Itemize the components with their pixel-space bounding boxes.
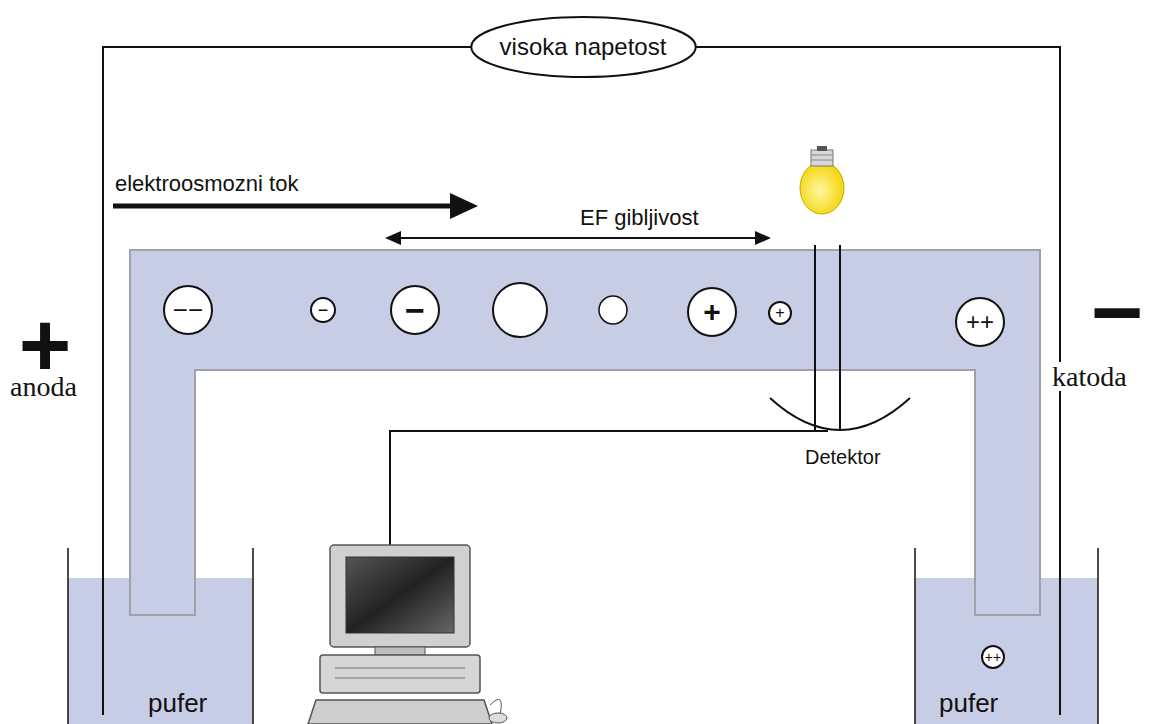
text-label: anoda <box>8 372 79 401</box>
buffer-beaker: pufer <box>68 548 253 724</box>
node-text: + <box>775 305 784 321</box>
node-text: pufer <box>939 690 998 716</box>
buffer-beaker: pufer ++ <box>915 548 1098 724</box>
text-label: EF gibljivost <box>578 206 701 229</box>
node-text: − <box>405 293 425 327</box>
capillary <box>130 250 1040 615</box>
text-label: katoda <box>1050 362 1129 391</box>
mobility-arrow-head <box>755 231 771 245</box>
beaker-wall <box>67 548 69 724</box>
charged-particle: ++ <box>955 297 1005 347</box>
neutral-particle <box>493 283 547 337</box>
node-text: ++ <box>966 310 994 334</box>
computer <box>308 545 507 724</box>
beaker-wall <box>1097 548 1099 724</box>
voltage-source: visoka napetost <box>469 15 698 79</box>
detector-bowl <box>770 398 910 430</box>
charged-particle: −− <box>163 285 213 335</box>
mobility-arrow-head <box>385 231 401 245</box>
flow-arrow <box>113 204 452 209</box>
flow-arrow-head <box>450 193 478 219</box>
text-label: Detektor <box>803 447 883 468</box>
charged-particle: ++ <box>981 645 1005 669</box>
charged-particle: + <box>687 287 737 337</box>
text-label: − <box>1089 265 1146 360</box>
charged-particle: + <box>768 301 792 325</box>
mobility-arrow <box>398 237 758 239</box>
charged-particle: − <box>390 285 440 335</box>
neutral-particle <box>599 296 627 324</box>
node-text: pufer <box>148 690 207 716</box>
node-text: visoka napetost <box>500 35 667 59</box>
electrode <box>102 560 104 715</box>
node-text: + <box>703 297 721 327</box>
beaker-wall <box>252 548 254 724</box>
signal-wire <box>390 431 828 545</box>
node-text: −− <box>173 297 203 323</box>
detector-beam <box>814 245 816 430</box>
light-bulb <box>800 146 844 214</box>
electrode <box>1059 560 1061 715</box>
text-label: elektroosmozni tok <box>113 172 300 195</box>
detector-beam <box>839 245 841 430</box>
node-text: ++ <box>985 650 1001 664</box>
charged-particle: − <box>310 297 336 323</box>
node-text: − <box>318 301 329 319</box>
beaker-wall <box>914 548 916 724</box>
